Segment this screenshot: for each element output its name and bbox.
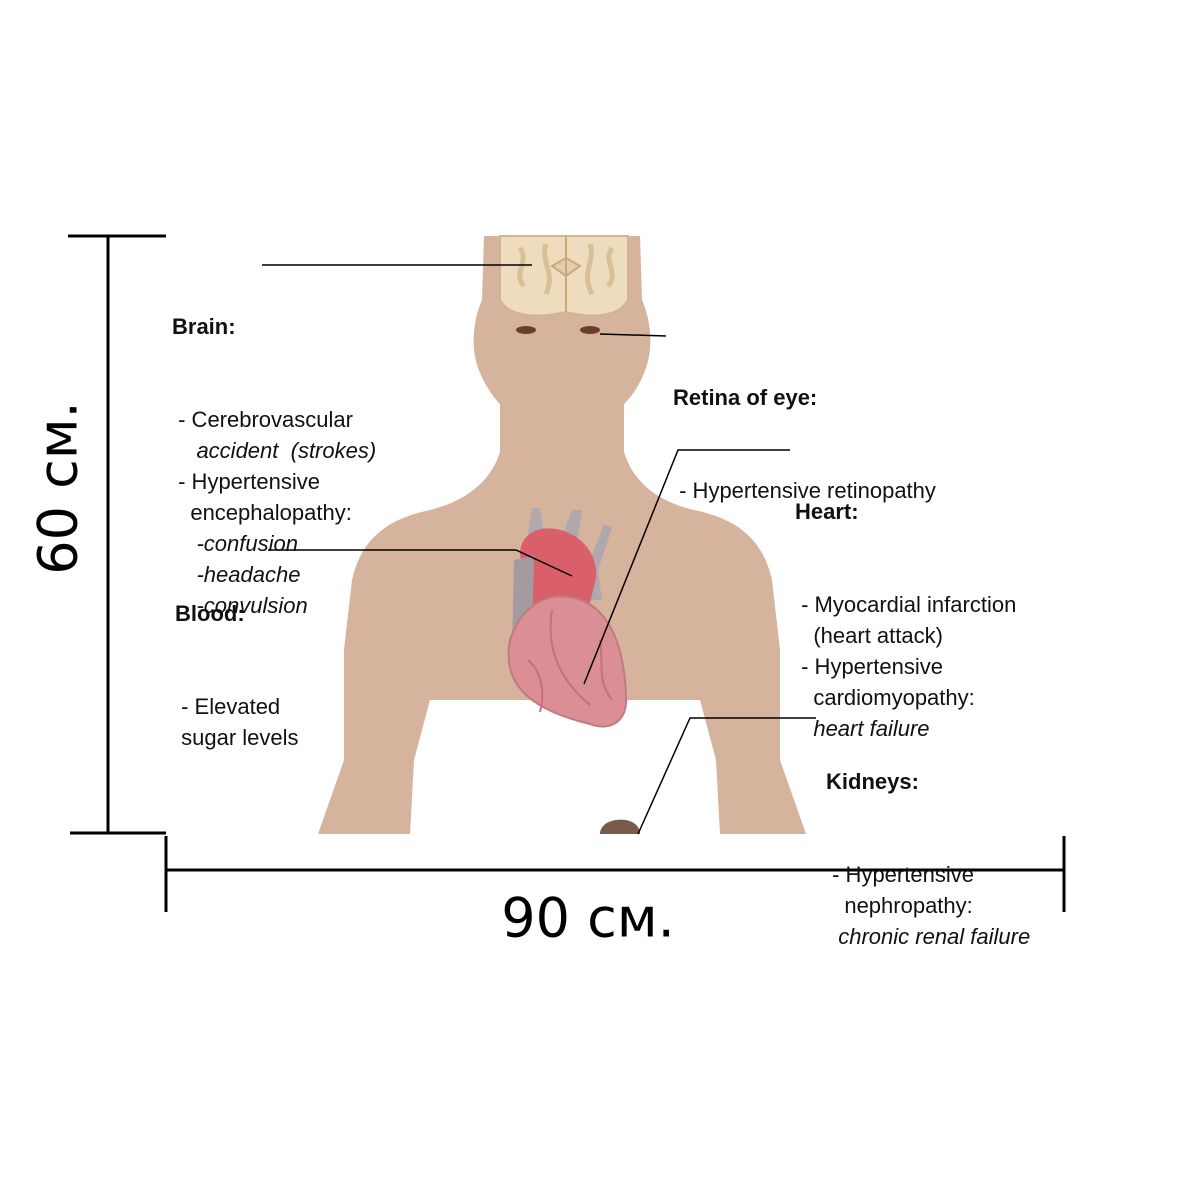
- brain-line: accident (strokes): [172, 438, 377, 463]
- heart-label: Heart: - Myocardial infarction (heart at…: [795, 434, 1016, 744]
- brain-title: Brain:: [172, 314, 236, 339]
- heart-line: - Myocardial infarction: [795, 592, 1017, 617]
- kidneys-title: Kidneys:: [826, 769, 919, 794]
- width-dimension: [164, 836, 1066, 912]
- kidneys-line: chronic renal failure: [826, 924, 1031, 949]
- heart-line: cardiomyopathy:: [795, 685, 975, 710]
- leader-line-kidneys: [637, 717, 816, 835]
- heart-title: Heart:: [795, 499, 859, 524]
- heart-line: heart failure: [795, 716, 930, 741]
- left-eye: [516, 326, 536, 334]
- kidneys-line: nephropathy:: [826, 893, 973, 918]
- brain-line: -headache: [172, 562, 301, 587]
- height-dimension: [68, 234, 166, 835]
- brain-line: encephalopathy:: [172, 500, 352, 525]
- brain-label: Brain: - Cerebrovascular accident (strok…: [172, 249, 376, 621]
- heart-line: - Hypertensive: [795, 654, 943, 679]
- brain-line: - Cerebrovascular: [172, 407, 353, 432]
- heart-line: (heart attack): [795, 623, 943, 648]
- brain-line: - Hypertensive: [172, 469, 320, 494]
- retina-title: Retina of eye:: [673, 385, 818, 410]
- brain-illustration: [499, 235, 629, 317]
- height-dimension-label: 60 см.: [26, 401, 90, 575]
- blood-title: Blood:: [175, 601, 245, 626]
- retina-line: - Hypertensive retinopathy: [673, 478, 936, 503]
- blood-line: - Elevated: [175, 694, 281, 719]
- leader-line-retina: [599, 333, 667, 337]
- brain-line: -convulsion: [172, 593, 308, 618]
- kidneys-label: Kidneys: - Hypertensive nephropathy: chr…: [826, 704, 1030, 952]
- leader-line-blood: [268, 549, 573, 577]
- kidneys-line: - Hypertensive: [826, 862, 974, 887]
- right-eye: [580, 326, 600, 334]
- heart-illustration: [507, 508, 628, 728]
- brain-line: -confusion: [172, 531, 298, 556]
- width-dimension-label: 90 см.: [501, 886, 675, 950]
- leader-line-heart: [583, 449, 790, 685]
- retina-label: Retina of eye: - Hypertensive retinopath…: [673, 320, 936, 506]
- blood-line: sugar levels: [175, 725, 299, 750]
- kidney-illustration: [600, 819, 640, 834]
- blood-label: Blood: - Elevated sugar levels: [175, 536, 299, 753]
